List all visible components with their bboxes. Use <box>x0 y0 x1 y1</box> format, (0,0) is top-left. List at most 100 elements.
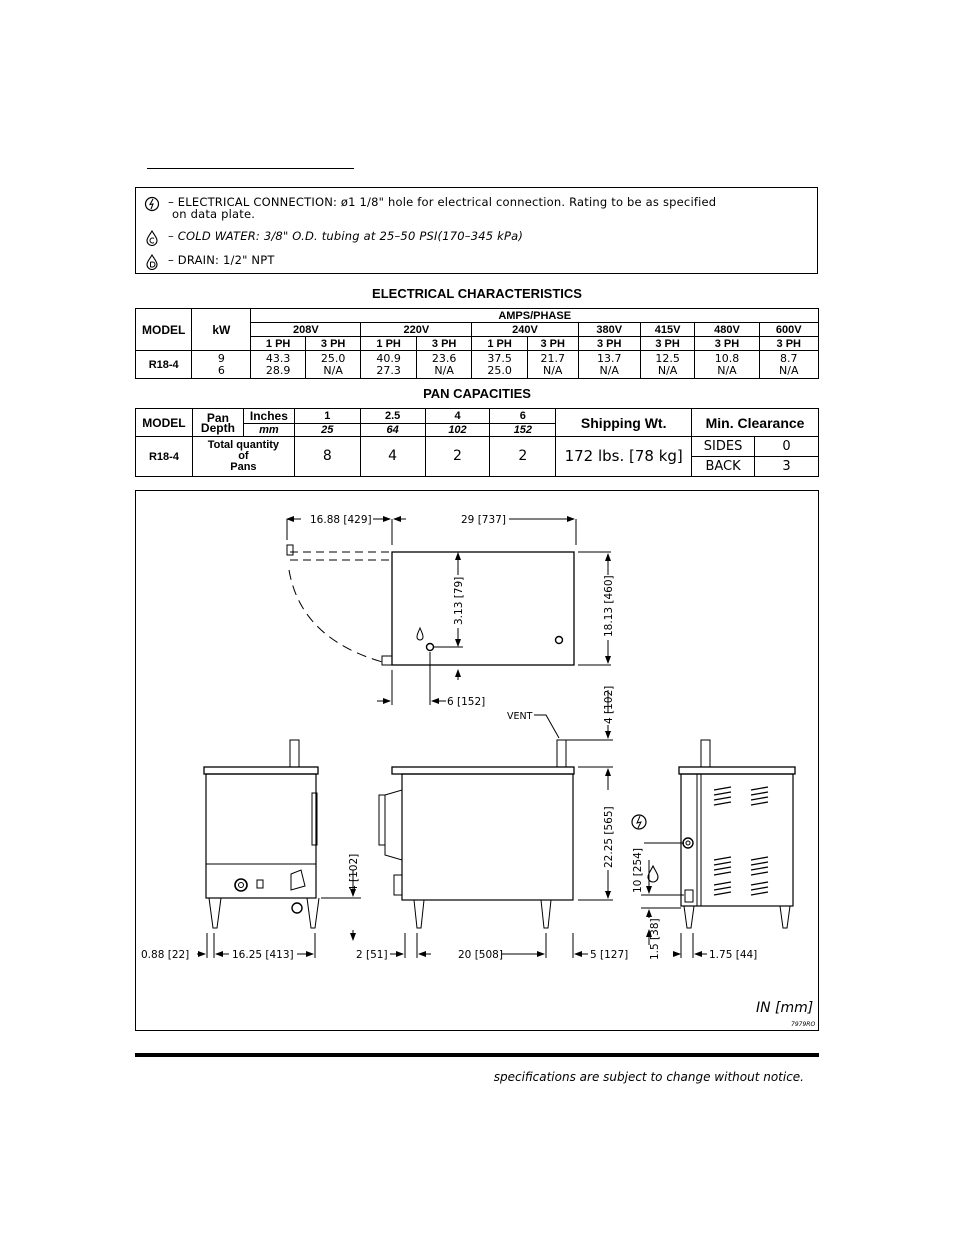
min-clearance-header: Min. Clearance <box>691 408 819 437</box>
cold-water-icon <box>647 864 659 883</box>
dim-4-front: 4 [102] <box>348 854 360 892</box>
mm-header: mm <box>242 423 295 437</box>
shipping-wt-header: Shipping Wt. <box>555 408 693 437</box>
dim-20: 20 [508] <box>458 949 503 961</box>
dim-10: 10 [254] <box>632 848 644 893</box>
door-swing-arc <box>288 569 387 664</box>
amps-value: N/A <box>323 363 343 377</box>
legend-drain: – DRAIN: 1/2" NPT <box>144 254 275 270</box>
inch-value: 4 <box>424 408 491 424</box>
dim-29: 29 [737] <box>461 514 506 526</box>
phase-header: 3 PH <box>758 336 820 351</box>
pan-quantity: 2 <box>424 436 491 477</box>
total-quantity-text: Total quantity <box>207 439 280 451</box>
amps-value: 25.0 <box>487 363 512 377</box>
amps-value: 23.6 <box>431 351 457 365</box>
back-value: 3 <box>754 456 819 477</box>
amps-value: 25.0 <box>320 351 346 365</box>
pan-quantity: 2 <box>489 436 557 477</box>
inch-value: 2.5 <box>359 408 426 424</box>
phase-header: 1 PH <box>250 336 306 351</box>
phase-header: 3 PH <box>415 336 473 351</box>
phase-header: 3 PH <box>304 336 362 351</box>
drain-icon <box>146 254 158 270</box>
vent-label: VENT <box>507 711 533 722</box>
inches-header: Inches <box>242 408 295 424</box>
pan-depth-label: Pan <box>206 410 229 425</box>
pan-quantity: 4 <box>359 436 426 477</box>
phase-header: 3 PH <box>577 336 641 351</box>
pan-model-cell: R18-4 <box>135 436 193 477</box>
back-label: BACK <box>691 456 756 477</box>
legend-electrical-text-cont: on data plate. <box>172 207 256 221</box>
pan-quantity: 8 <box>293 436 361 477</box>
dim-16-25: 16.25 [413] <box>232 949 294 961</box>
footer-note: specifications are subject to change wit… <box>493 1070 804 1084</box>
amps-value: 12.5 <box>655 351 680 365</box>
sides-label: SIDES <box>691 436 756 457</box>
pan-depth-label: Depth <box>200 420 235 435</box>
voltage-header: 240V <box>471 322 579 337</box>
front-view-body <box>205 773 317 899</box>
amps-value: 40.9 <box>376 351 401 365</box>
sides-value: 0 <box>754 436 819 457</box>
elec-kw-header: kW <box>191 308 252 351</box>
phase-header: 1 PH <box>471 336 528 351</box>
legend-electrical: – ELECTRICAL CONNECTION: ø1 1/8" hole fo… <box>144 196 716 220</box>
inch-value: 1 <box>293 408 361 424</box>
amps-value: 21.7 <box>540 351 565 365</box>
bottom-rule <box>135 1053 819 1057</box>
top-view-body <box>391 551 575 666</box>
dim-5: 5 [127] <box>590 949 628 961</box>
phase-header: 3 PH <box>526 336 579 351</box>
amps-value: N/A <box>542 363 563 377</box>
legend-cold-water-text: – COLD WATER: 3/8" O.D. tubing at 25–50 … <box>168 229 524 243</box>
voltage-header: 380V <box>577 322 641 337</box>
mm-value: 64 <box>359 423 426 437</box>
amps-value: 27.3 <box>376 363 401 377</box>
side-view-body <box>401 773 574 901</box>
phase-header: 3 PH <box>639 336 696 351</box>
voltage-header: 600V <box>758 322 820 337</box>
voltage-header: 415V <box>639 322 696 337</box>
inch-value: 6 <box>489 408 557 424</box>
kw-value: 6 <box>217 363 225 377</box>
amps-value: 37.5 <box>487 351 512 365</box>
amps-value: N/A <box>599 363 619 377</box>
units-label: IN [mm] <box>756 1000 813 1016</box>
drain-fitting <box>425 642 435 652</box>
legend-cold-water: – COLD WATER: 3/8" O.D. tubing at 25–50 … <box>144 230 523 246</box>
amps-value: 28.9 <box>265 363 291 377</box>
total-quantity-text: Pans <box>230 461 257 473</box>
shipping-weight: 172 lbs. [78 kg] <box>555 436 693 477</box>
table-row: BACK 3 <box>136 456 819 477</box>
amps-value: 8.7 <box>780 351 798 365</box>
amps-value: N/A <box>434 363 454 377</box>
electrical-characteristics-table: MODEL kW AMPS/PHASE 208V 220V 240V 380V … <box>134 308 820 379</box>
legend-electrical-text: – ELECTRICAL CONNECTION: ø1 1/8" hole fo… <box>168 195 717 209</box>
voltage-header: 208V <box>250 322 362 337</box>
back-vent-stack <box>700 739 711 768</box>
total-quantity-text: of <box>238 450 249 462</box>
dim-6: 6 [152] <box>447 696 485 708</box>
dim-16-88: 16.88 [429] <box>310 514 372 526</box>
phase-header: 1 PH <box>360 336 417 351</box>
dim-2: 2 [51] <box>356 949 388 961</box>
mm-value: 25 <box>293 423 361 437</box>
pan-capacities-title: PAN CAPACITIES <box>423 386 531 401</box>
amps-value: N/A <box>717 363 737 377</box>
amps-value: N/A <box>657 363 678 377</box>
electrical-connection-icon <box>144 196 160 212</box>
dim-22-25: 22.25 [565] <box>603 806 615 868</box>
amps-value: 10.8 <box>714 351 740 365</box>
vent-hole <box>554 635 564 645</box>
pan-model-header: MODEL <box>135 408 193 437</box>
drawing-number: 7979RO <box>791 1021 815 1028</box>
dim-1-5: 1.5 [38] <box>649 918 661 960</box>
